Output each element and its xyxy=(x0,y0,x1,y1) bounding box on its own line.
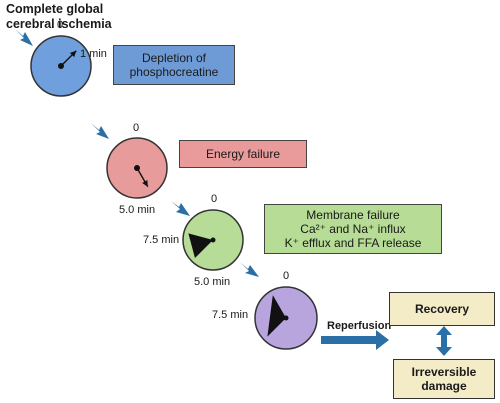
recovery-box: Recovery xyxy=(389,292,495,326)
clock-3-bottom-time-label: 5.0 min xyxy=(194,276,231,288)
clock-2-hand xyxy=(136,167,149,188)
clock-4-left-time-label: 7.5 min xyxy=(212,309,249,321)
clock-3 xyxy=(182,209,244,271)
connector-arrows xyxy=(15,29,452,356)
title-line-1: Complete global xyxy=(6,2,104,16)
clock-1-center xyxy=(58,63,64,69)
irreversible-damage-box: Irreversible damage xyxy=(393,359,495,399)
arrow-clock2-to-clock3 xyxy=(171,201,190,216)
reperfusion-label: Reperfusion xyxy=(327,320,392,332)
clock-hand-arrowhead xyxy=(142,180,148,187)
energy-failure-box: Energy failure xyxy=(179,140,307,168)
energy-failure-label: Energy failure xyxy=(205,147,281,161)
membrane-failure-box: Membrane failure Ca²⁺ and Na⁺ influx K⁺ … xyxy=(264,204,442,254)
clock-4-zero-label: 0 xyxy=(283,270,290,282)
clock-3-zero-label: 0 xyxy=(211,193,218,205)
clock-2-zero-label: 0 xyxy=(133,122,140,134)
irreversible-line-2: damage xyxy=(421,379,467,393)
clock-1-zero-label: 0 xyxy=(57,19,64,31)
double-arrow xyxy=(436,326,452,356)
membrane-line-2: Ca²⁺ and Na⁺ influx xyxy=(300,222,406,236)
clock-4 xyxy=(254,286,318,350)
irreversible-line-1: Irreversible xyxy=(411,365,477,379)
clock-4-center xyxy=(283,315,289,321)
clock-2-center xyxy=(134,165,140,171)
depletion-box: Depletion of phosphocreatine xyxy=(113,45,235,85)
clock-3-sector xyxy=(188,233,213,259)
membrane-line-3: K⁺ efflux and FFA release xyxy=(284,236,422,250)
clock-3-left-time-label: 7.5 min xyxy=(143,234,180,246)
membrane-line-1: Membrane failure xyxy=(306,208,400,222)
clock-1 xyxy=(30,35,92,97)
start-arrow xyxy=(15,29,33,46)
arrow-clock3-to-clock4 xyxy=(240,262,259,277)
diagram-title: Complete global cerebral ischemia xyxy=(6,2,166,32)
clock-2 xyxy=(106,137,168,199)
depletion-line-2: phosphocreatine xyxy=(129,65,219,79)
clock-hand-arrowhead xyxy=(69,50,77,58)
recovery-label: Recovery xyxy=(414,302,470,316)
clock-1-time-label: 1 min xyxy=(80,48,107,60)
clock-4-sector xyxy=(267,295,286,337)
clock-3-center xyxy=(210,237,216,243)
clock-1-hand xyxy=(60,50,77,67)
reperfusion-arrow xyxy=(321,330,389,350)
depletion-line-1: Depletion of xyxy=(141,51,207,65)
arrow-clock1-to-clock2 xyxy=(91,123,109,139)
title-line-2: cerebral ischemia xyxy=(6,17,112,31)
clock-2-time-label: 5.0 min xyxy=(119,204,156,216)
